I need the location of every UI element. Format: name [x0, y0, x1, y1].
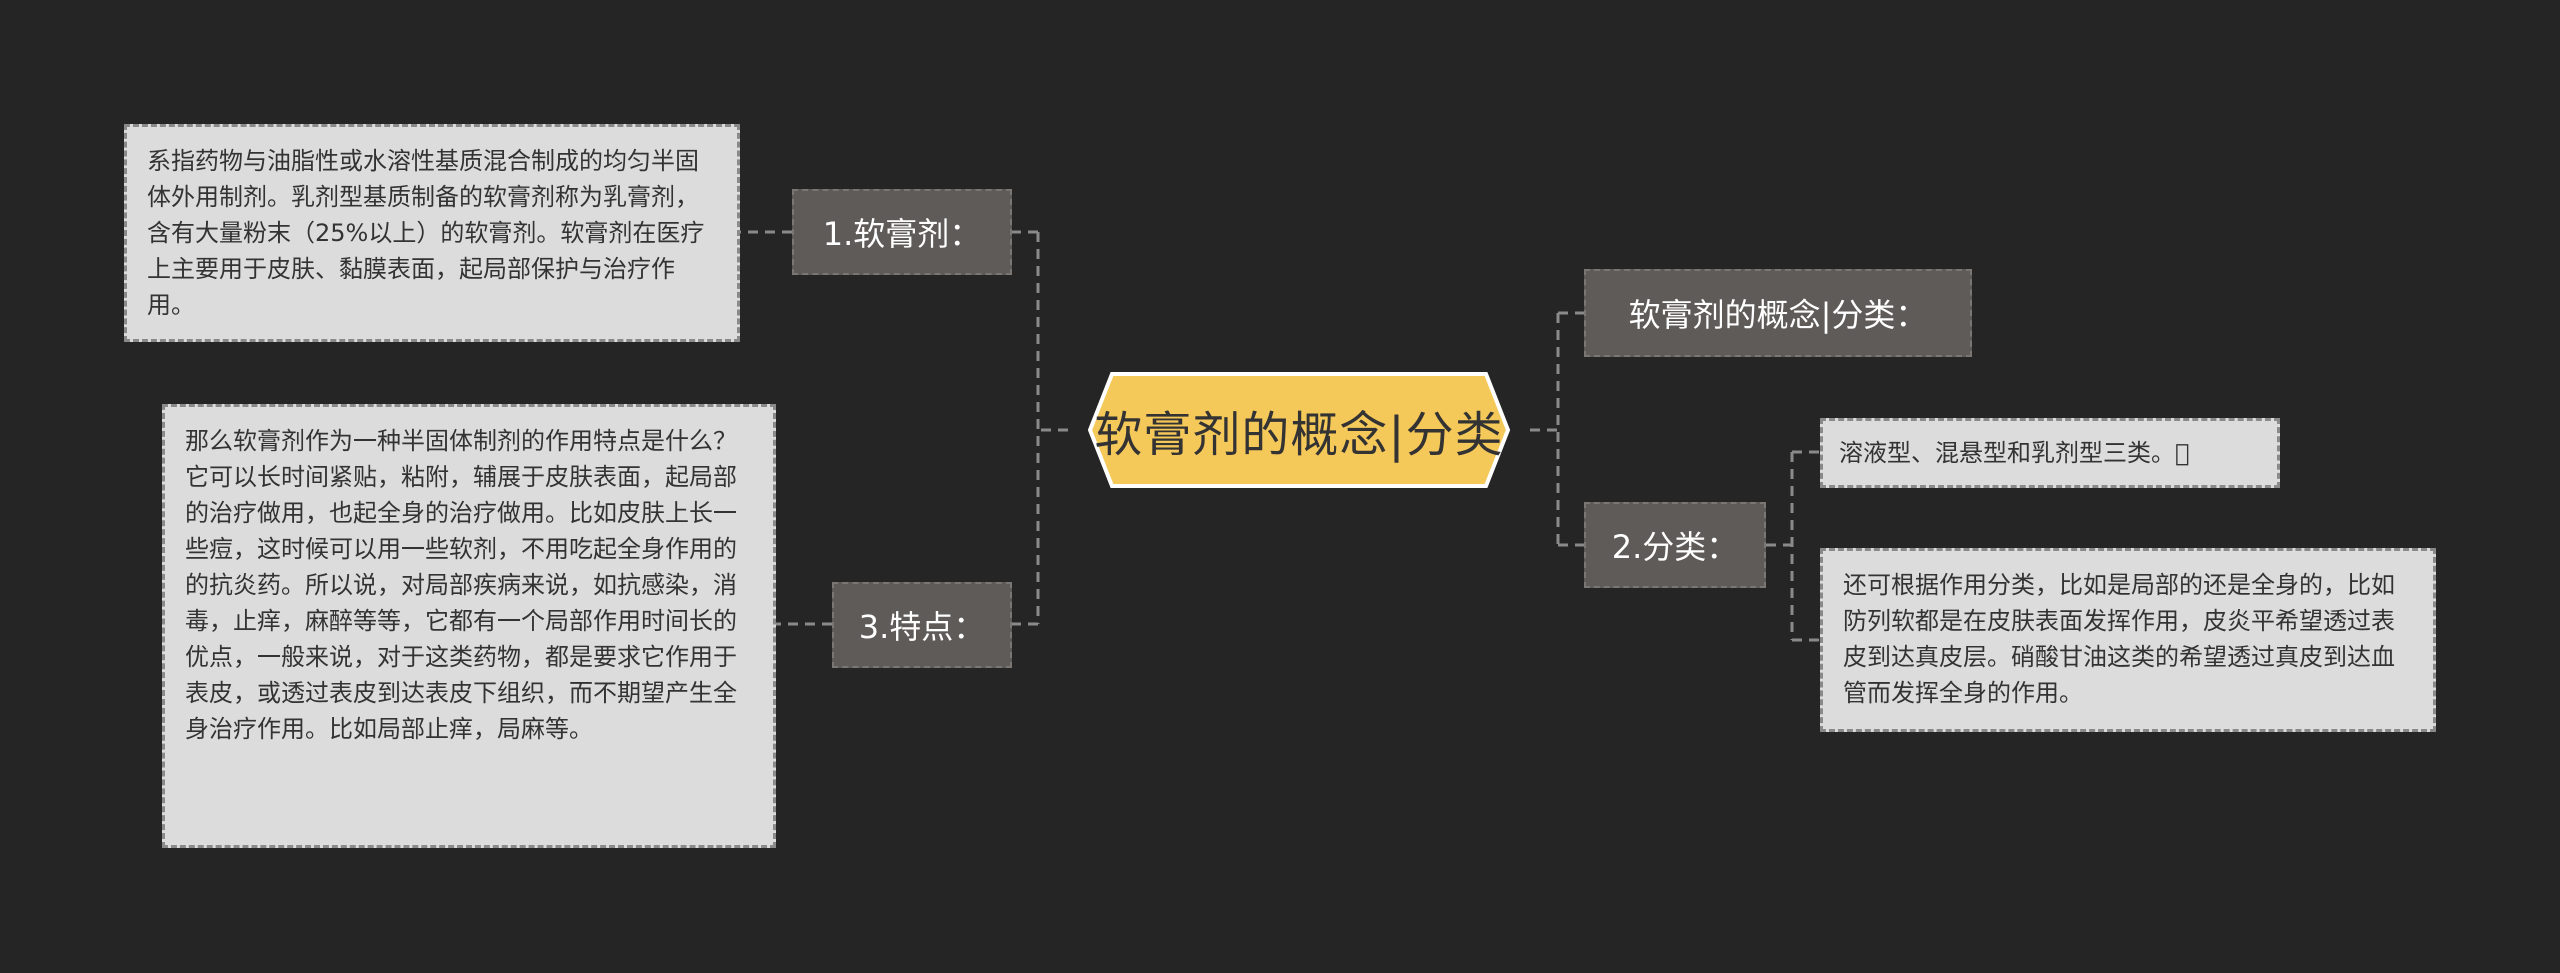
branch-classification-label: 2.分类：	[1611, 528, 1739, 566]
branch-definition-label: 1.软膏剂：	[822, 215, 982, 253]
leaf-classification-by-action: 还可根据作用分类，比如是局部的还是全身的，比如防列软都是在皮肤表面发挥作用，皮炎…	[1820, 548, 2436, 732]
branch-classification[interactable]: 2.分类：	[1584, 502, 1766, 588]
branch-definition[interactable]: 1.软膏剂：	[792, 189, 1012, 275]
central-topic-title: 软膏剂的概念|分类	[1094, 407, 1504, 463]
branch-concept-classification-label: 软膏剂的概念|分类：	[1628, 296, 1928, 334]
branch-features-label: 3.特点：	[858, 608, 986, 646]
leaf-definition-text: 系指药物与油脂性或水溶性基质混合制成的均匀半固体外用制剂。乳剂型基质制备的软膏剂…	[124, 124, 740, 342]
leaf-classification-types: 溶液型、混悬型和乳剂型三类。 	[1820, 418, 2280, 488]
branch-features[interactable]: 3.特点：	[832, 582, 1012, 668]
central-hexagon-shape	[1087, 372, 1511, 488]
branch-concept-classification[interactable]: 软膏剂的概念|分类：	[1584, 269, 1972, 357]
leaf-features-text: 那么软膏剂作为一种半固体制剂的作用特点是什么？它可以长时间紧贴，粘附，辅展于皮肤…	[162, 404, 776, 848]
central-topic[interactable]: 软膏剂的概念|分类	[1068, 370, 1530, 490]
